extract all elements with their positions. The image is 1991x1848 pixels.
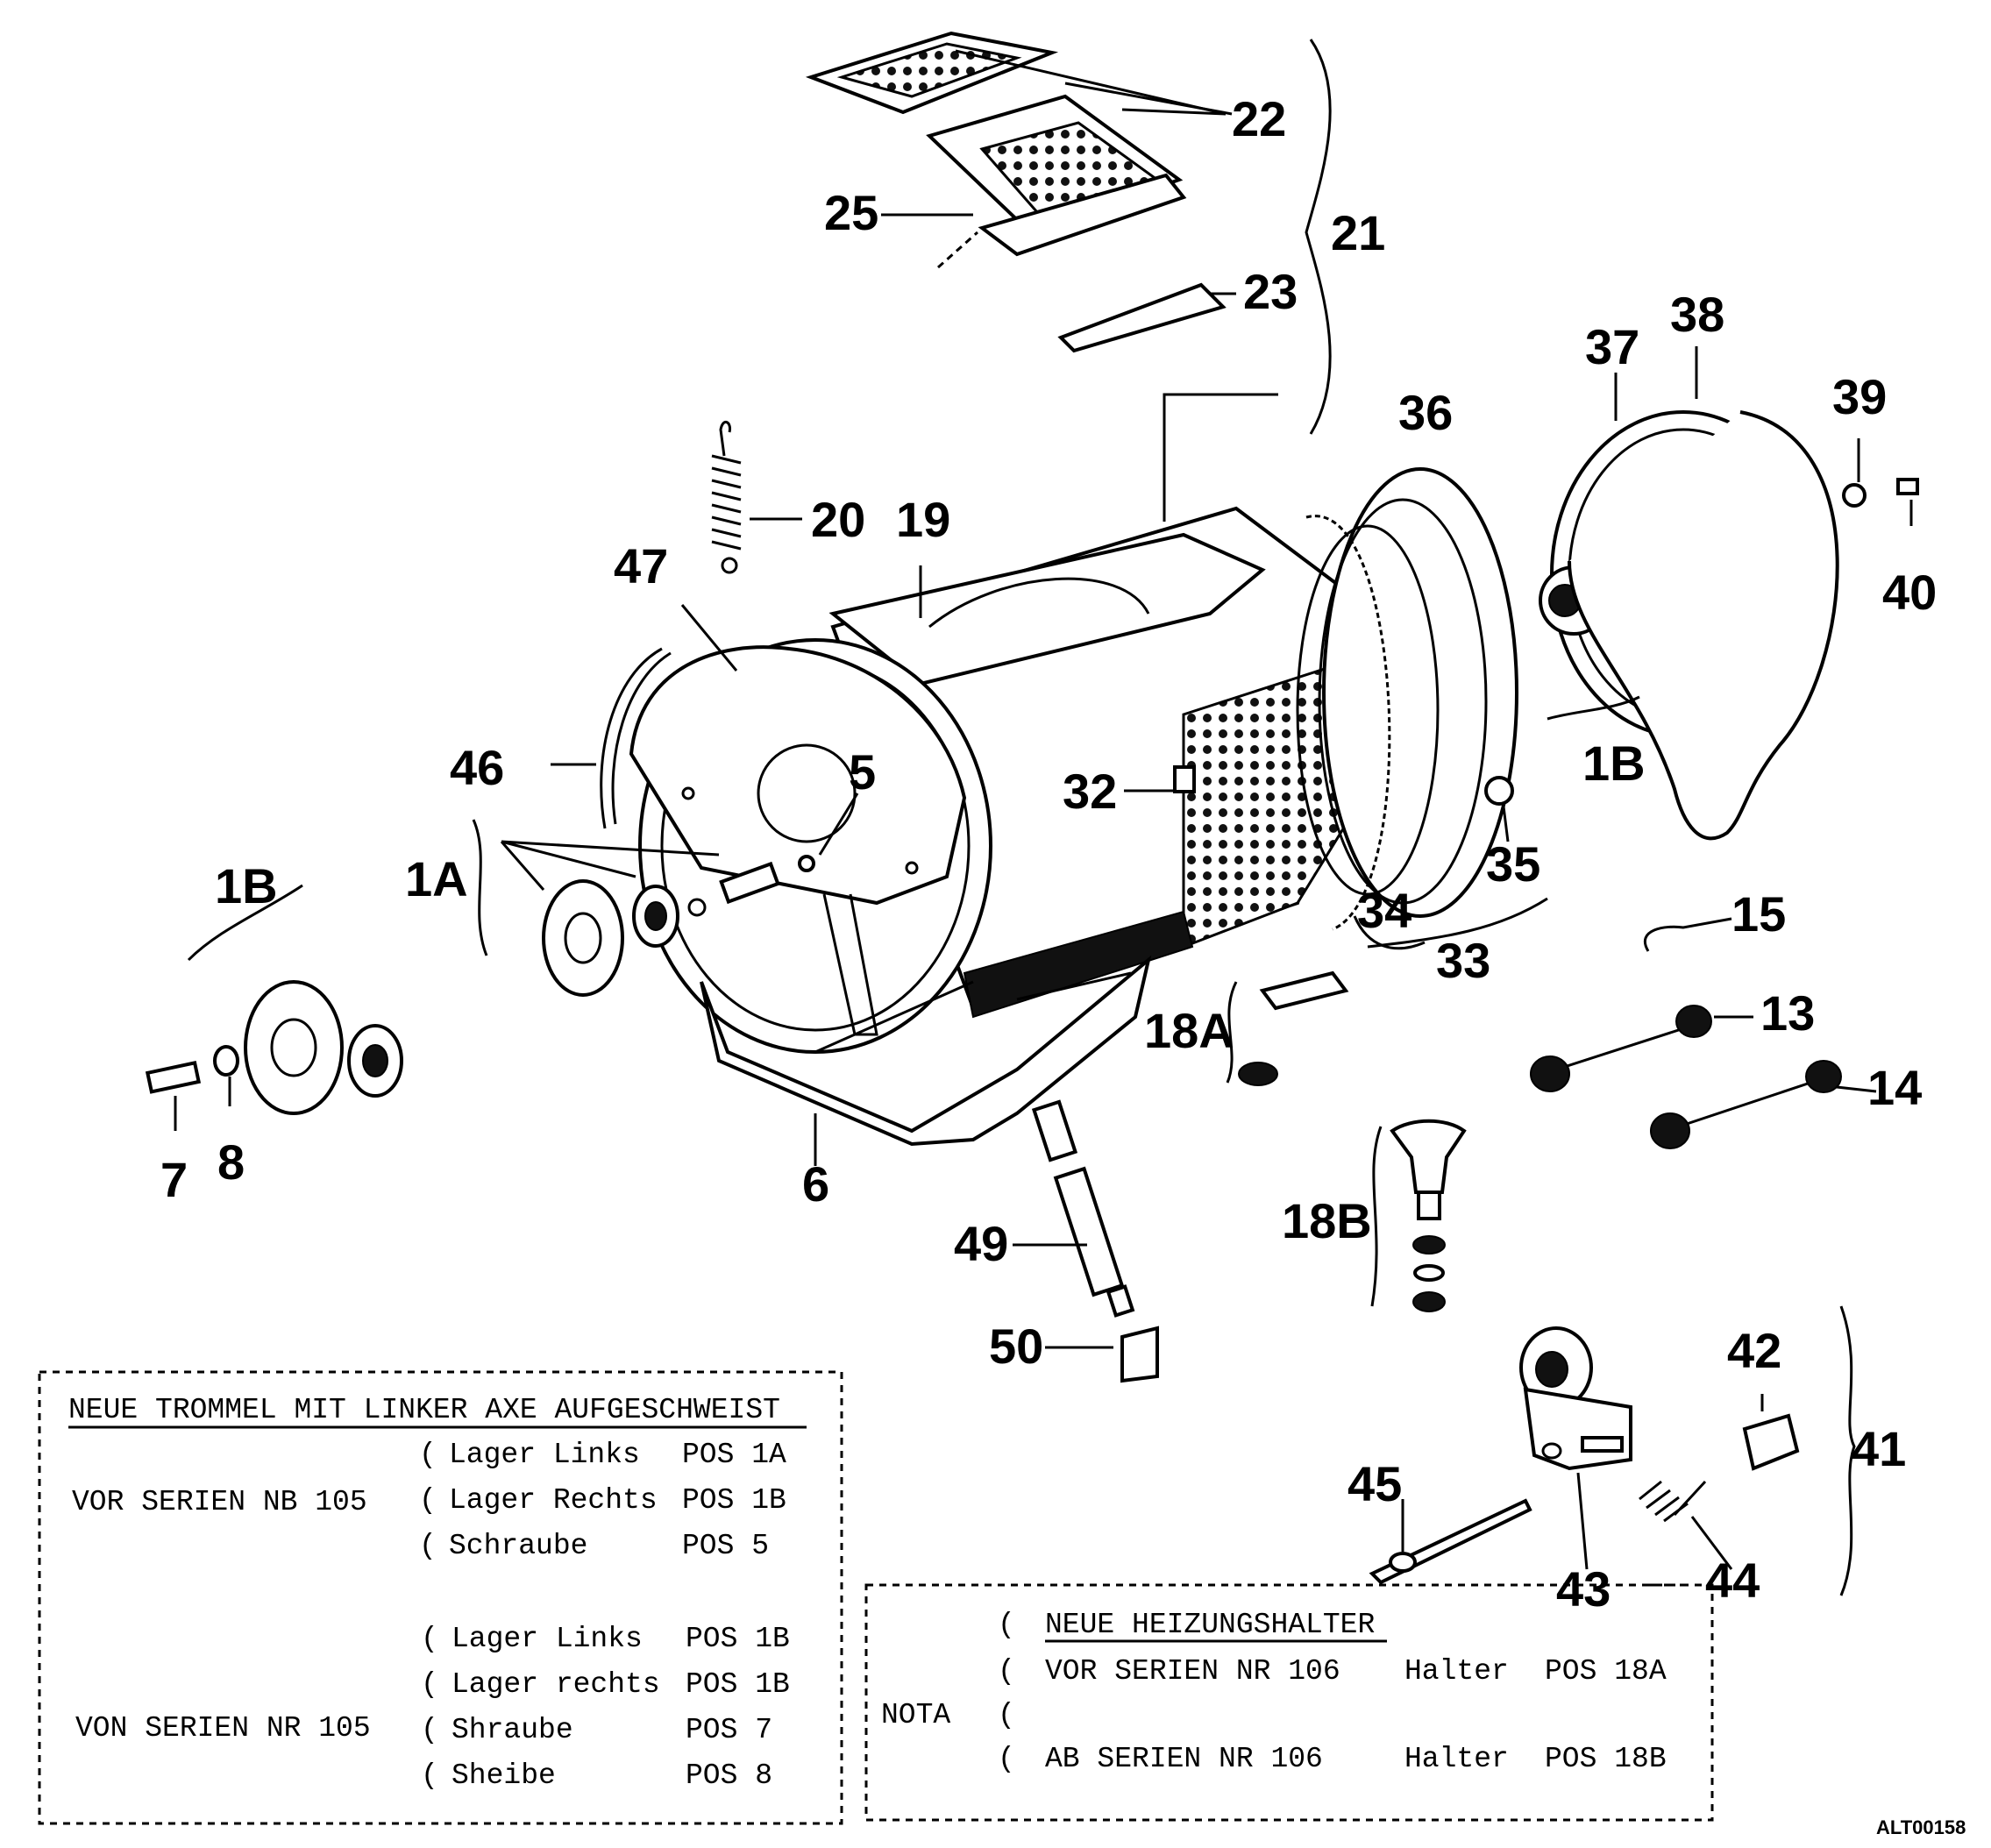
lifter-base — [978, 173, 1187, 257]
drum-tub-assembly — [629, 467, 1518, 1147]
note-nota-label: NOTA — [881, 1699, 950, 1731]
callout-42: 42 — [1727, 1323, 1781, 1378]
callout-18B: 18B — [1282, 1193, 1372, 1248]
note-heater-title: NEUE HEIZUNGSHALTER — [1045, 1609, 1375, 1641]
paren: ( — [998, 1609, 1015, 1641]
callout-1B-left: 1B — [215, 858, 278, 913]
note-pos: POS 1B — [686, 1668, 790, 1701]
callout-15: 15 — [1731, 886, 1786, 942]
lifter-rail-23 — [1057, 282, 1227, 353]
note-pos: POS 5 — [682, 1530, 769, 1562]
cap-42 — [1742, 1413, 1800, 1471]
callout-1B-right: 1B — [1582, 736, 1646, 791]
note-part: Lager Rechts — [449, 1484, 658, 1517]
callout-47: 47 — [614, 538, 668, 593]
note-part: Schraube — [449, 1530, 587, 1562]
callout-25: 25 — [824, 185, 878, 240]
note-part: Lager Links — [449, 1439, 640, 1471]
callout-18A: 18A — [1144, 1003, 1234, 1058]
callout-1A: 1A — [405, 851, 468, 906]
bearing-1A — [542, 879, 679, 997]
callout-32: 32 — [1063, 764, 1117, 819]
callout-45: 45 — [1347, 1456, 1402, 1511]
callout-5: 5 — [849, 744, 876, 800]
gasket-arc-46 — [600, 647, 663, 829]
bearing-1B-left — [244, 980, 403, 1115]
callout-49: 49 — [954, 1216, 1008, 1271]
callout-38: 38 — [1670, 287, 1724, 342]
callout-37: 37 — [1585, 319, 1639, 374]
note-pos: POS 7 — [686, 1714, 772, 1746]
callout-13: 13 — [1760, 985, 1815, 1041]
paren: ( — [998, 1699, 1015, 1731]
spring-20 — [711, 420, 742, 574]
note-serial: VOR SERIEN NR 106 — [1045, 1655, 1340, 1688]
callout-40: 40 — [1882, 565, 1937, 620]
note-pos: POS 8 — [686, 1759, 772, 1792]
callout-21: 21 — [1331, 205, 1385, 260]
callout-33: 33 — [1436, 933, 1490, 988]
tie-rod-14 — [1650, 1060, 1842, 1149]
note-pos: POS 18A — [1545, 1655, 1667, 1688]
callout-22: 22 — [1232, 91, 1286, 146]
note-group1-label: VOR SERIEN NB 105 — [72, 1486, 367, 1518]
note-pos: POS 18B — [1545, 1743, 1667, 1775]
callout-50: 50 — [989, 1318, 1043, 1374]
note-item: Halter — [1404, 1743, 1509, 1775]
callout-35: 35 — [1486, 836, 1540, 892]
note-part: Shraube — [452, 1714, 573, 1746]
drawing-id: ALT00158 — [1876, 1816, 1966, 1838]
paren: ( — [998, 1743, 1015, 1775]
callout-41: 41 — [1852, 1421, 1906, 1476]
callout-19: 19 — [896, 492, 950, 547]
tie-rod-13 — [1530, 1005, 1712, 1092]
note-box-heater: ( NEUE HEIZUNGSHALTER NOTA ( VOR SERIEN … — [864, 1583, 1714, 1822]
note-item: Halter — [1404, 1655, 1509, 1688]
callout-14: 14 — [1867, 1060, 1922, 1115]
heater-holder-18B — [1390, 1119, 1467, 1312]
callout-43: 43 — [1556, 1561, 1611, 1617]
paren: ( — [421, 1714, 438, 1746]
paren: ( — [421, 1668, 438, 1701]
callout-6: 6 — [802, 1156, 829, 1212]
paren: ( — [419, 1530, 437, 1562]
note-serial: AB SERIEN NR 106 — [1045, 1743, 1323, 1775]
callout-46: 46 — [450, 740, 504, 795]
brace-21 — [1305, 39, 1332, 435]
motor-mount-43 — [1519, 1326, 1632, 1471]
lifter-assembly — [805, 31, 1227, 353]
drive-belt-38 — [1568, 410, 1839, 841]
paren: ( — [419, 1484, 437, 1517]
note-part: Lager Links — [452, 1623, 643, 1655]
note-drum-title: NEUE TROMMEL MIT LINKER AXE AUFGESCHWEIS… — [68, 1394, 780, 1426]
heater-holder-18A — [1259, 970, 1349, 1011]
note-part: Lager rechts — [452, 1668, 660, 1701]
paren: ( — [421, 1623, 438, 1655]
callout-8: 8 — [217, 1134, 245, 1190]
bracket-50 — [1120, 1326, 1159, 1383]
note-box-drum: NEUE TROMMEL MIT LINKER AXE AUFGESCHWEIS… — [38, 1370, 843, 1825]
callout-34: 34 — [1357, 883, 1411, 938]
callout-39: 39 — [1832, 369, 1887, 424]
callout-36: 36 — [1398, 385, 1453, 440]
spring-44 — [1639, 1480, 1707, 1523]
note-pos: POS 1A — [682, 1439, 786, 1471]
note-pos: POS 1B — [686, 1623, 790, 1655]
note-group2-label: VON SERIEN NR 105 — [75, 1712, 371, 1745]
shock-absorber-49 — [1031, 1099, 1135, 1318]
paren: ( — [421, 1759, 438, 1792]
callout-7: 7 — [160, 1152, 188, 1207]
callout-23: 23 — [1243, 264, 1298, 319]
callout-44: 44 — [1705, 1553, 1760, 1608]
paren: ( — [419, 1439, 437, 1471]
callout-20: 20 — [811, 492, 865, 547]
paren: ( — [998, 1655, 1015, 1688]
note-part: Sheibe — [452, 1759, 556, 1792]
note-pos: POS 1B — [682, 1484, 786, 1517]
